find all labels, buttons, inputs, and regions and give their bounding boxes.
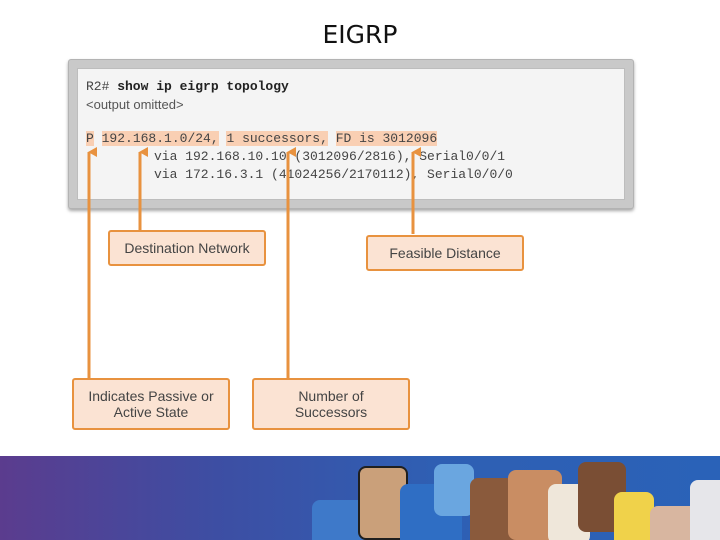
cli-prompt: R2# [86, 79, 110, 94]
callout-successors-text-2: Successors [294, 404, 368, 420]
route-state-code: P [86, 131, 94, 146]
route-via-line-2: via 172.16.3.1 (41024256/2170112), Seria… [154, 167, 513, 182]
callout-destination-network: Destination Network [108, 230, 266, 266]
page-title: EIGRP [322, 20, 398, 49]
route-feasible-distance: FD is 3012096 [335, 131, 438, 146]
output-omitted-note: <output omitted> [86, 97, 184, 112]
route-destination-network: 192.168.1.0/24, [101, 131, 219, 146]
terminal-output-panel: R2# show ip eigrp topology <output omitt… [68, 59, 634, 209]
command-line: R2# show ip eigrp topology [86, 79, 289, 94]
route-successor-count: 1 successors, [226, 131, 328, 146]
callout-feasible-text: Feasible Distance [389, 245, 501, 261]
cli-command: show ip eigrp topology [109, 79, 289, 94]
callout-successors-text-1: Number of [298, 388, 364, 404]
route-via-line-1: via 192.168.10.10 (3012096/2816), Serial… [154, 149, 506, 164]
terminal-screen: R2# show ip eigrp topology <output omitt… [77, 68, 625, 200]
callout-feasible-distance: Feasible Distance [366, 235, 524, 271]
callout-passive-text-2: Active State [113, 404, 189, 420]
route-entry-line: P 192.168.1.0/24, 1 successors, FD is 30… [86, 131, 438, 146]
callout-destination-text: Destination Network [124, 240, 250, 256]
footer-banner-image [0, 456, 720, 540]
callout-passive-text-1: Indicates Passive or [88, 388, 214, 404]
